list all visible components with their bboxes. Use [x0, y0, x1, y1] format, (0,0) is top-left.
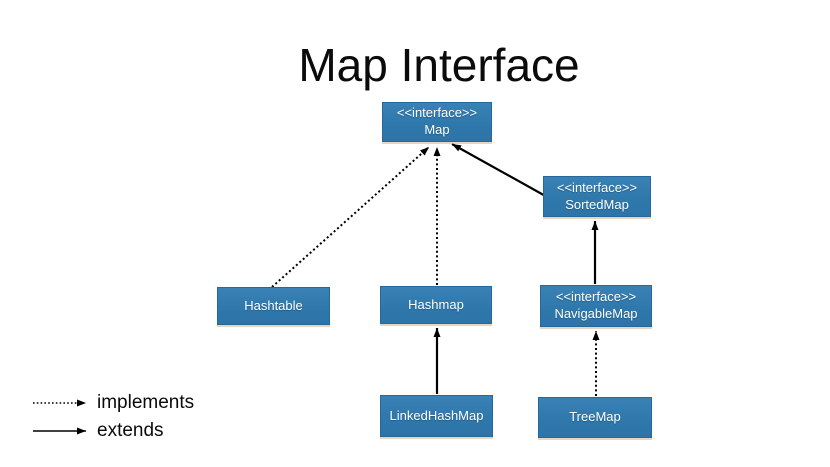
node-map-stereotype: <<interface>> — [396, 105, 478, 121]
node-sortedmap-stereotype: <<interface>> — [556, 179, 638, 195]
node-hashtable-class: Hashtable — [217, 287, 330, 325]
node-map-label: Map — [424, 122, 450, 137]
node-hashmap-label: Hashmap — [408, 296, 464, 312]
node-treemap-class: TreeMap — [538, 397, 652, 438]
node-hashmap-class: Hashmap — [380, 286, 492, 324]
node-hashtable-label: Hashtable — [244, 297, 303, 313]
edge-sortedmap-extends-map — [451, 143, 550, 199]
legend-implements-label: implements — [97, 392, 195, 413]
edge-hashtable-implements-map — [271, 146, 430, 288]
node-navigablemap-label: NavigableMap — [554, 306, 638, 321]
node-sortedmap-interface: <<interface>> SortedMap — [543, 176, 651, 217]
node-map-interface: <<interface>> Map — [382, 102, 492, 142]
node-sortedmap-label: SortedMap — [565, 196, 629, 212]
legend-extends-label: extends — [97, 420, 164, 441]
node-linkedhashmap-class: LinkedHashMap — [380, 395, 493, 437]
node-treemap-label: TreeMap — [569, 409, 621, 425]
node-navigablemap-interface: <<interface>> NavigableMap — [540, 285, 652, 327]
page-title: Map Interface — [298, 39, 580, 91]
node-navigablemap-stereotype: <<interface>> — [555, 289, 637, 305]
node-linkedhashmap-label: LinkedHashMap — [389, 407, 484, 423]
